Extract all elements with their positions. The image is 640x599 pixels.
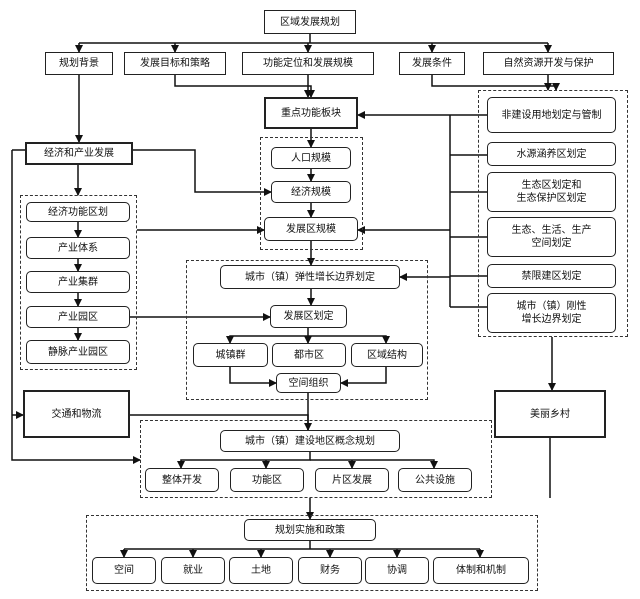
connector-45 — [177, 452, 311, 469]
growth-group — [186, 260, 428, 400]
connector-37 — [308, 335, 390, 344]
top-item-planning-background: 规划背景 — [45, 52, 113, 75]
economy-group — [20, 195, 137, 370]
key-function-block-node: 重点功能板块 — [264, 97, 358, 129]
top-item-development-conditions: 发展条件 — [399, 52, 465, 75]
development-zoning-node: 发展区划定 — [270, 305, 347, 328]
connector-10 — [431, 75, 560, 91]
water-conservation-node: 水源涵养区划定 — [487, 142, 616, 166]
implementation-group — [86, 515, 538, 591]
connector-48 — [310, 459, 438, 469]
impl-finance-node: 财务 — [298, 557, 362, 584]
development-scale-node: 发展区规模 — [264, 217, 358, 241]
impl-space-node: 空间 — [92, 557, 156, 584]
nature-group — [478, 90, 628, 337]
connector-8 — [174, 75, 315, 98]
restricted-zone-node: 禁限建区划定 — [487, 264, 616, 288]
regional-structure-node: 区域结构 — [351, 343, 423, 367]
connector-39 — [340, 367, 387, 387]
economy-industry-node: 经济和产业发展 — [25, 142, 133, 165]
top-item-function-scale: 功能定位和发展规模 — [242, 52, 374, 75]
ecological-zone-node: 生态区划定和 生态保护区划定 — [487, 172, 616, 212]
three-space-zoning-node: 生态、生活、生产 空间划定 — [487, 217, 616, 257]
metro-area-node: 都市区 — [272, 343, 346, 367]
functional-zone-node: 功能区 — [230, 468, 304, 492]
non-construction-land-node: 非建设用地划定与管制 — [487, 97, 616, 133]
overall-development-node: 整体开发 — [145, 468, 219, 492]
eco-industry-park-node: 静脉产业园区 — [26, 340, 130, 364]
connector-40 — [11, 150, 141, 464]
rigid-boundary-node: 城市（镇）刚性 增长边界划定 — [487, 293, 616, 333]
impl-employment-node: 就业 — [161, 557, 225, 584]
title-node: 区域发展规划 — [264, 10, 356, 34]
connector-35 — [226, 328, 309, 344]
town-cluster-node: 城镇群 — [193, 343, 268, 367]
top-item-goals-strategy: 发展目标和策略 — [124, 52, 226, 75]
elastic-boundary-node: 城市（镇）弹性增长边界划定 — [220, 265, 400, 289]
top-item-natural-resources: 自然资源开发与保护 — [483, 52, 614, 75]
concept-group — [140, 420, 492, 498]
core-chain-group — [260, 137, 363, 250]
impl-coordination-node: 协调 — [365, 557, 429, 584]
industry-system-node: 产业体系 — [26, 237, 130, 259]
beautiful-village-node: 美丽乡村 — [494, 390, 606, 438]
economy-scale-node: 经济规模 — [271, 181, 351, 203]
transport-logistics-node: 交通和物流 — [23, 390, 130, 438]
connector-16 — [133, 149, 272, 196]
impl-institution-node: 体制和机制 — [433, 557, 529, 584]
economic-zoning-node: 经济功能区划 — [26, 202, 130, 222]
population-scale-node: 人口规模 — [271, 147, 351, 169]
industry-park-node: 产业园区 — [26, 306, 130, 328]
concept-plan-node: 城市（镇）建设地区概念规划 — [220, 430, 400, 452]
district-development-node: 片区发展 — [315, 468, 389, 492]
spatial-organization-node: 空间组织 — [276, 373, 341, 393]
public-facilities-node: 公共设施 — [398, 468, 472, 492]
industry-cluster-node: 产业集群 — [26, 271, 130, 293]
connector-38 — [229, 367, 277, 387]
impl-land-node: 土地 — [229, 557, 293, 584]
implementation-policy-node: 规划实施和政策 — [244, 519, 376, 541]
